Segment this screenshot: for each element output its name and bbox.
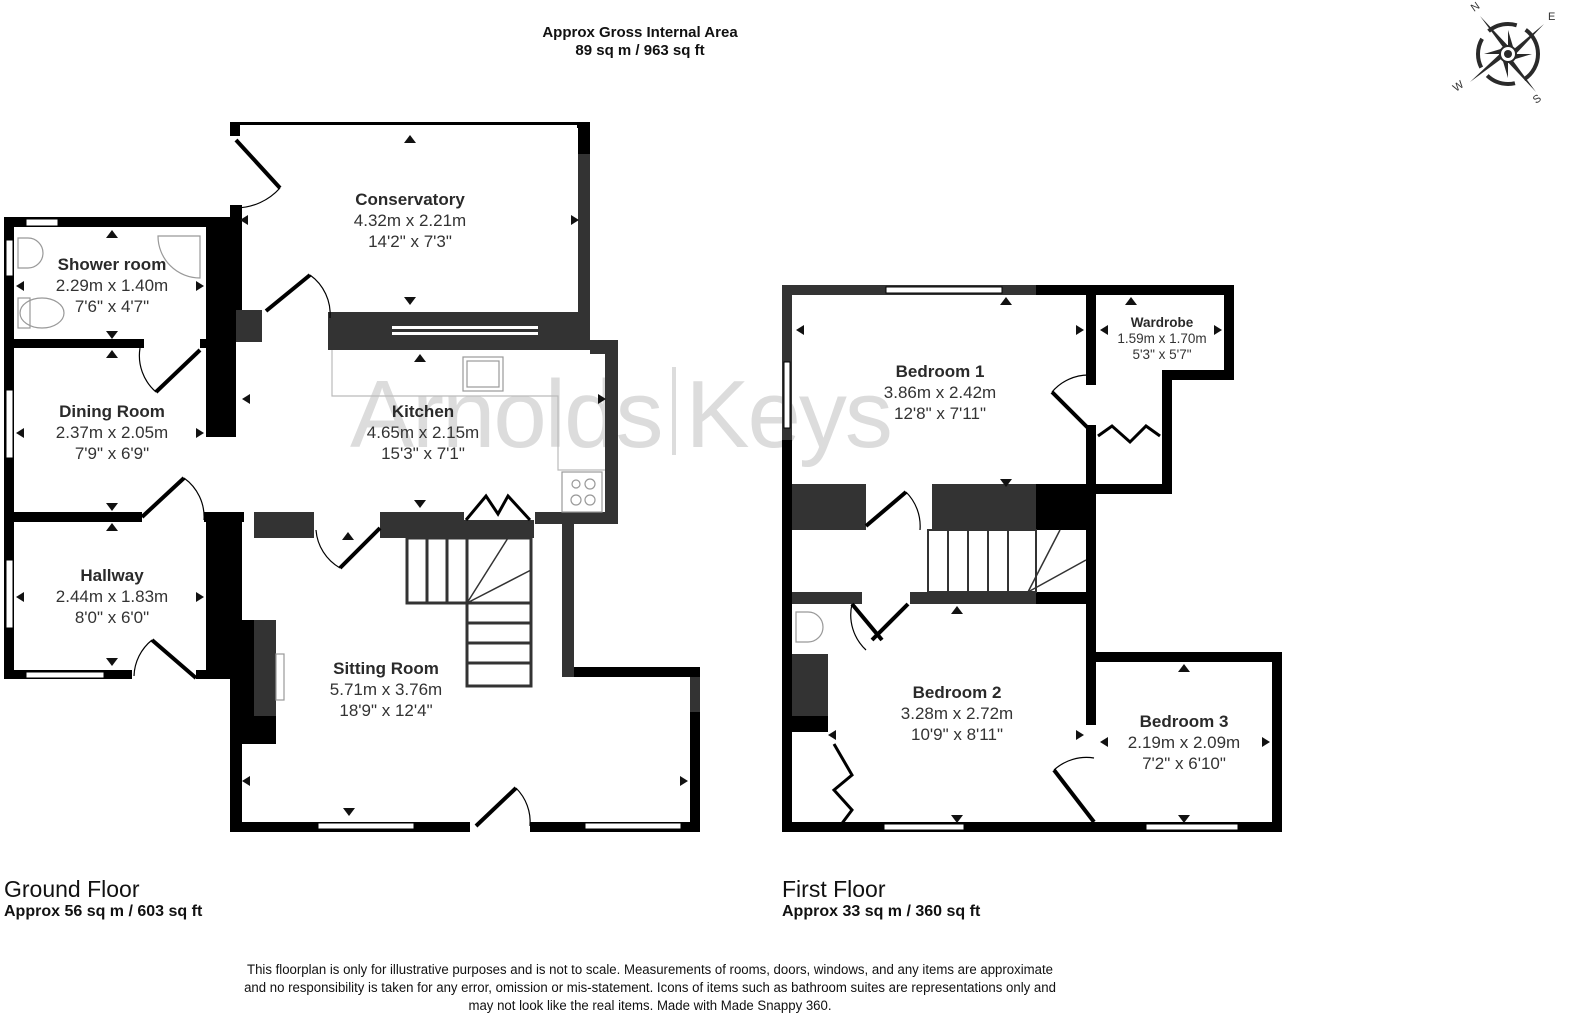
disclaimer-line-2: and no responsibility is taken for any e…	[244, 980, 1056, 996]
ground-floor-caption: Ground Floor Approx 56 sq m / 603 sq ft	[4, 876, 202, 921]
room-imperial: 5'3" x 5'7"	[1132, 347, 1192, 362]
room-imperial: 12'8" x 7'11"	[894, 404, 986, 423]
dimension-arrows	[16, 135, 1270, 823]
room-name: Bedroom 1	[895, 362, 985, 381]
room-metric: 2.44m x 1.83m	[55, 587, 169, 606]
room-metric: 1.59m x 1.70m	[1117, 331, 1207, 346]
room-metric: 5.71m x 3.76m	[329, 680, 443, 699]
room-metric: 3.28m x 2.72m	[900, 704, 1014, 723]
compass-w: W	[1451, 78, 1467, 94]
room-imperial: 15'3" x 7'1"	[381, 444, 465, 463]
disclaimer-line-3: may not look like the real items. Made w…	[468, 998, 832, 1014]
room-sitting-room: Sitting Room 5.71m x 3.76m 18'9" x 12'4"	[330, 658, 442, 721]
room-dining-room: Dining Room 2.37m x 2.05m 7'9" x 6'9"	[56, 401, 168, 464]
ground-floor-doors	[133, 138, 532, 828]
room-imperial: 18'9" x 12'4"	[339, 701, 433, 720]
room-conservatory: Conservatory 4.32m x 2.21m 14'2" x 7'3"	[354, 189, 466, 252]
first-floor-fixtures	[795, 611, 824, 643]
room-name: Sitting Room	[333, 659, 439, 678]
compass-icon: N E S W	[1451, 0, 1556, 106]
room-name: Kitchen	[391, 402, 455, 421]
room-metric: 2.37m x 2.05m	[55, 423, 169, 442]
room-name: Dining Room	[59, 402, 165, 421]
room-imperial: 8'0" x 6'0"	[74, 608, 150, 627]
room-name: Wardrobe	[1130, 315, 1194, 330]
gross-area-value: 89 sq m / 963 sq ft	[575, 42, 705, 59]
room-name: Hallway	[80, 566, 144, 585]
room-metric: 4.32m x 2.21m	[353, 211, 467, 230]
first-floor-caption: First Floor Approx 33 sq m / 360 sq ft	[782, 876, 980, 921]
room-bedroom-2: Bedroom 2 3.28m x 2.72m 10'9" x 8'11"	[901, 682, 1013, 745]
room-metric: 4.65m x 2.15m	[366, 423, 480, 442]
room-bedroom-1: Bedroom 1 3.86m x 2.42m 12'8" x 7'11"	[884, 361, 996, 424]
first-floor-walls	[782, 285, 1282, 832]
first-floor-area: Approx 33 sq m / 360 sq ft	[782, 903, 981, 920]
room-name: Conservatory	[355, 190, 465, 209]
gross-area-header: Approx Gross Internal Area 89 sq m / 963…	[440, 24, 840, 60]
room-metric: 3.86m x 2.42m	[883, 383, 997, 402]
ground-floor-walls	[4, 122, 700, 832]
first-floor-windows	[783, 286, 1239, 831]
compass-e: E	[1548, 11, 1555, 23]
ground-floor-windows	[5, 218, 682, 830]
room-kitchen: Kitchen 4.65m x 2.15m 15'3" x 7'1"	[367, 401, 479, 464]
room-name: Bedroom 3	[1139, 712, 1229, 731]
gross-area-title: Approx Gross Internal Area	[542, 24, 738, 41]
first-floor-title: First Floor	[782, 876, 886, 902]
room-name: Shower room	[57, 255, 167, 274]
room-bedroom-3: Bedroom 3 2.19m x 2.09m 7'2" x 6'10"	[1128, 711, 1240, 774]
room-hallway: Hallway 2.44m x 1.83m 8'0" x 6'0"	[56, 565, 168, 628]
disclaimer: This floorplan is only for illustrative …	[176, 961, 1125, 1015]
room-imperial: 7'2" x 6'10"	[1142, 754, 1226, 773]
compass-s: S	[1531, 92, 1544, 106]
room-metric: 2.19m x 2.09m	[1127, 733, 1241, 752]
room-shower-room: Shower room 2.29m x 1.40m 7'6" x 4'7"	[56, 254, 168, 317]
ground-floor-fixtures	[17, 235, 603, 701]
room-imperial: 14'2" x 7'3"	[368, 232, 452, 251]
room-imperial: 7'6" x 4'7"	[74, 297, 150, 316]
disclaimer-line-1: This floorplan is only for illustrative …	[247, 962, 1053, 978]
room-imperial: 7'9" x 6'9"	[74, 444, 150, 463]
ground-floor-title: Ground Floor	[4, 876, 140, 902]
room-metric: 2.29m x 1.40m	[55, 276, 169, 295]
first-floor-doors	[831, 374, 1161, 827]
ground-floor-area: Approx 56 sq m / 603 sq ft	[4, 903, 203, 920]
room-name: Bedroom 2	[912, 683, 1002, 702]
compass-n: N	[1469, 0, 1482, 14]
room-imperial: 10'9" x 8'11"	[911, 725, 1003, 744]
room-wardrobe: Wardrobe 1.59m x 1.70m 5'3" x 5'7"	[1117, 315, 1206, 363]
watermark-separator	[671, 367, 676, 455]
